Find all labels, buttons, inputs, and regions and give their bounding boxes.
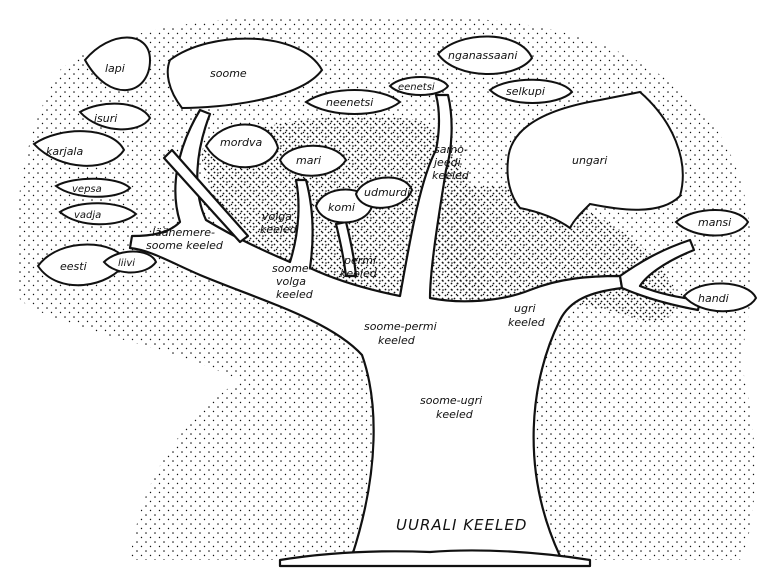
label-udmurdi: udmurdi bbox=[364, 186, 410, 199]
label-mari: mari bbox=[296, 154, 321, 167]
leaf-neenetsi bbox=[304, 89, 402, 115]
label-soome-volga-line1: soome- bbox=[272, 262, 313, 275]
branch-ugri-right bbox=[618, 238, 702, 312]
leaves bbox=[32, 35, 758, 313]
leaf-nganassaani bbox=[436, 35, 534, 75]
label-neenetsi: neenetsi bbox=[326, 96, 373, 109]
label-soome-permi-line2: keeled bbox=[378, 334, 416, 347]
label-soome-permi-line1: soome-permi bbox=[364, 320, 437, 333]
label-uurali-keeled: UURALI KEELED bbox=[396, 516, 527, 534]
label-komi: komi bbox=[328, 201, 355, 214]
leaf-eenetsi bbox=[388, 76, 450, 96]
leaf-udmurdi bbox=[354, 176, 414, 209]
trunk bbox=[128, 93, 624, 558]
label-karjala: karjala bbox=[46, 145, 83, 158]
leaf-handi bbox=[682, 282, 758, 313]
label-soome-ugri-line2: keeled bbox=[436, 408, 474, 421]
label-isuri: isuri bbox=[94, 112, 117, 125]
leaf-isuri bbox=[78, 102, 152, 131]
ground-line bbox=[278, 549, 592, 568]
trunk-and-branches bbox=[128, 93, 702, 568]
label-nganassaani: nganassaani bbox=[448, 49, 517, 62]
label-vepsa: vepsa bbox=[72, 184, 102, 195]
leaf-soome bbox=[166, 37, 324, 110]
label-ungari: ungari bbox=[572, 154, 607, 167]
label-permi: permi keeled bbox=[340, 254, 380, 280]
label-ugri-line1: ugri bbox=[514, 302, 536, 315]
label-mordva: mordva bbox=[220, 136, 262, 149]
leaf-mari bbox=[278, 144, 348, 177]
label-soome-ugri-line1: soome-ugri bbox=[420, 394, 482, 407]
leaf-karjala bbox=[32, 130, 126, 167]
label-eenetsi: eenetsi bbox=[398, 82, 435, 93]
leaf-liivi bbox=[102, 250, 158, 274]
label-laanemere-soome-line1: läänemere- bbox=[152, 226, 215, 239]
label-permi-line2: keeled bbox=[340, 267, 378, 280]
label-samojeedi-line3: keeled bbox=[432, 169, 470, 182]
label-volga-line2: keeled bbox=[260, 223, 298, 236]
label-eesti: eesti bbox=[60, 260, 87, 273]
label-samojeedi: samo- jeedi keeled bbox=[432, 143, 471, 182]
label-soome: soome bbox=[210, 67, 247, 80]
label-handi: handi bbox=[698, 292, 729, 305]
label-volga-line1: volga bbox=[262, 210, 292, 223]
branch-permi bbox=[334, 220, 358, 278]
label-lapi: lapi bbox=[105, 62, 125, 75]
branch-labels: läänemere- soome keeled volga keeled soo… bbox=[146, 143, 546, 534]
label-samojeedi-line1: samo- bbox=[434, 143, 468, 156]
leaf-mansi bbox=[674, 209, 750, 237]
label-laanemere-soome-line2: soome keeled bbox=[146, 239, 224, 252]
label-volga: volga keeled bbox=[260, 210, 298, 236]
label-soome-volga-line2: volga bbox=[276, 275, 306, 288]
leaf-lapi bbox=[83, 36, 152, 91]
label-soome-volga: soome- volga keeled bbox=[272, 262, 316, 301]
label-selkupi: selkupi bbox=[506, 85, 545, 98]
leaf-vepsa bbox=[54, 177, 132, 198]
label-ugri-line2: keeled bbox=[508, 316, 546, 329]
leaf-vadja bbox=[58, 202, 138, 226]
label-soome-permi: soome-permi keeled bbox=[364, 320, 440, 347]
label-laanemere-soome: läänemere- soome keeled bbox=[146, 226, 224, 252]
label-vadja: vadja bbox=[74, 210, 101, 221]
leaf-mordva bbox=[204, 123, 280, 169]
label-mansi: mansi bbox=[698, 216, 731, 229]
label-liivi: liivi bbox=[118, 258, 135, 269]
label-soome-volga-line3: keeled bbox=[276, 288, 314, 301]
leaf-labels: lapi soome isuri karjala vepsa vadja ees… bbox=[46, 49, 731, 305]
label-ugri: ugri keeled bbox=[508, 302, 546, 329]
label-samojeedi-line2: jeedi bbox=[432, 156, 461, 169]
branch-volga bbox=[162, 148, 250, 244]
label-soome-ugri: soome-ugri keeled bbox=[420, 394, 486, 421]
leaf-selkupi bbox=[488, 78, 574, 104]
label-permi-line1: permi bbox=[343, 254, 376, 267]
leaf-ungari bbox=[506, 90, 684, 230]
